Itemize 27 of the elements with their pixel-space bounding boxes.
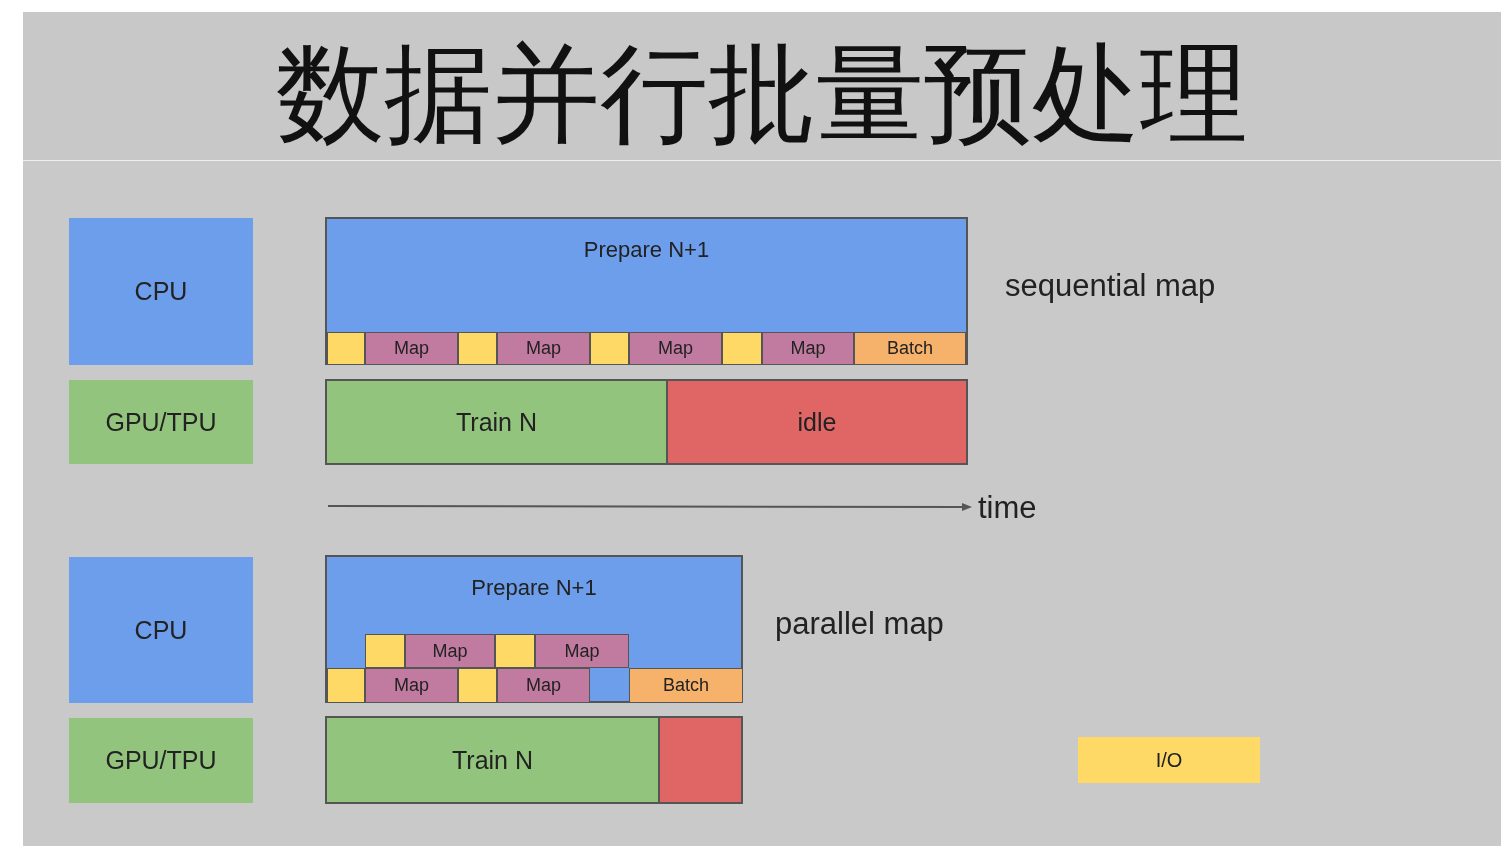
task-bar bbox=[325, 555, 743, 703]
task-block: Train N bbox=[325, 379, 668, 465]
task-block: Train N bbox=[325, 716, 660, 804]
processor-label-box: GPU/TPU bbox=[69, 718, 253, 803]
row-caption: parallel map bbox=[775, 606, 944, 642]
step-block: Map bbox=[365, 332, 458, 365]
legend-text: I/O bbox=[1155, 748, 1183, 772]
step-block: Map bbox=[497, 668, 590, 703]
bar-title: Prepare N+1 bbox=[583, 237, 710, 263]
processor-label-box: GPU/TPU bbox=[69, 380, 253, 464]
processor-label-box: CPU bbox=[69, 218, 253, 365]
step-block: Map bbox=[497, 332, 590, 365]
task-bar bbox=[325, 217, 968, 365]
step-block: Map bbox=[365, 668, 458, 703]
row-caption: sequential map bbox=[1005, 268, 1216, 304]
step-block: Batch bbox=[629, 668, 743, 703]
step-block: Map bbox=[535, 634, 629, 668]
step-block: Map bbox=[629, 332, 722, 365]
empty-block bbox=[658, 716, 743, 804]
axis-label: time bbox=[978, 490, 1037, 526]
step-block: Map bbox=[762, 332, 854, 365]
step-block: Batch bbox=[854, 332, 966, 365]
processor-label-box: CPU bbox=[69, 557, 253, 703]
task-block: idle bbox=[666, 379, 968, 465]
bar-title: Prepare N+1 bbox=[471, 575, 597, 601]
slide-title: 数据并行批量预处理 bbox=[275, 30, 1249, 158]
step-block: Map bbox=[405, 634, 495, 668]
